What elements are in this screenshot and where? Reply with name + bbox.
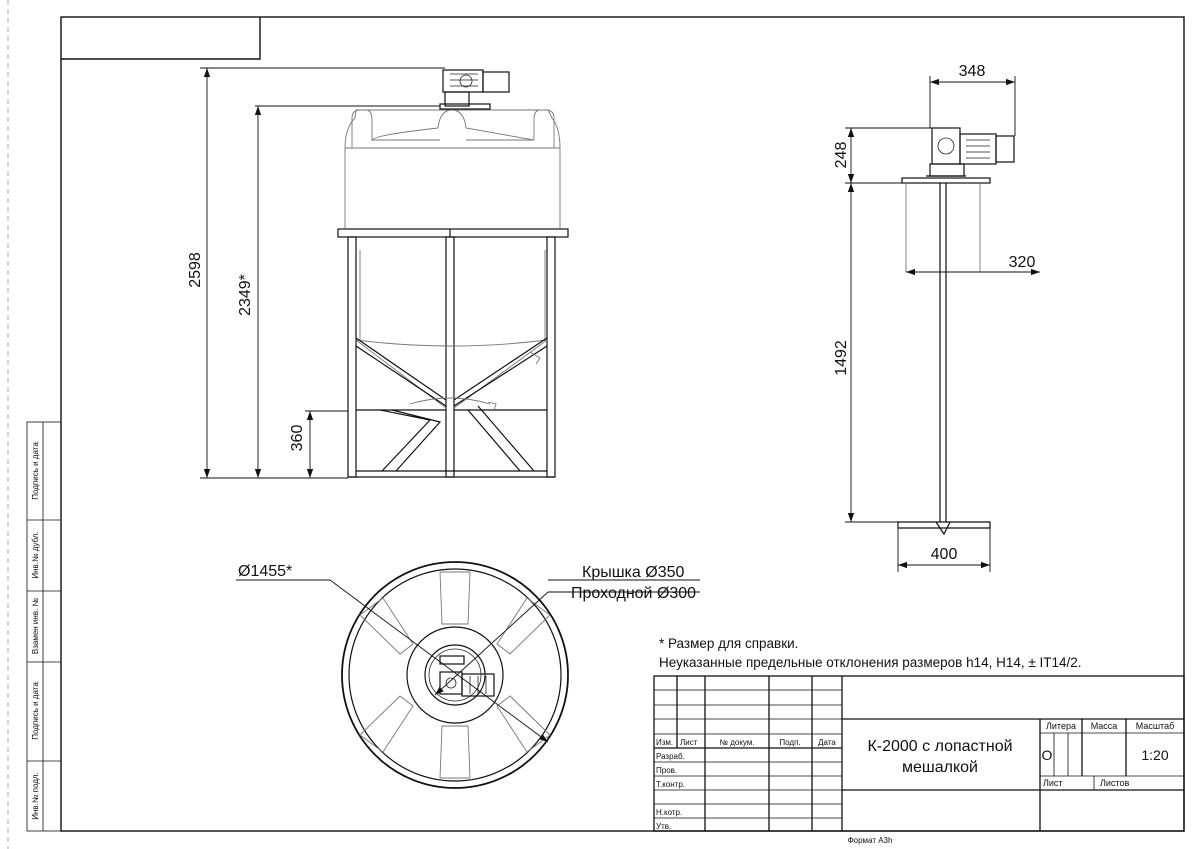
dim-passage-diameter: Проходной Ø300 [571,585,696,602]
sheet-format: Формат А3h [848,836,893,845]
stamp-vzamen: Взамен инв. № [31,597,40,654]
dim-motor-height: 248 [833,142,850,169]
sheet-label: Лист [1043,778,1063,788]
front-dimensions: 2598 2349* 360 [187,67,445,479]
stamp-sign-date-2: Подпись и дата [31,682,40,740]
stamp-sign-date-1: Подпись и дата [31,442,40,500]
scale-label: Масштаб [1136,721,1175,731]
side-view-agitator [897,127,1015,536]
front-motor [439,69,510,110]
dim-flange-width: 320 [1009,254,1036,271]
litera-label: Литера [1046,721,1076,731]
row-razrab: Разраб. [656,752,685,761]
scale-value: 1:20 [1141,747,1168,763]
note-tolerances: Неуказанные предельные отклонения размер… [659,655,1082,670]
note-reference: * Размер для справки. [659,636,798,651]
side-dimensions: 348 248 320 1492 400 [833,63,1040,572]
title-block: Изм. Лист № докум. Подп. Дата Разраб. Пр… [653,675,1185,832]
mass-label: Масса [1091,721,1118,731]
dim-total-height: 2598 [187,252,204,288]
side-stamp-strip: Подпись и дата Инв.№ дубл. Взамен инв. №… [26,421,62,832]
row-prov: Пров. [656,766,677,775]
sheet-frame [7,0,1185,849]
row-nkontr: Н.котр. [656,808,682,817]
col-list: Лист [680,738,698,747]
dim-leg-height: 360 [289,425,306,452]
top-view: Ø1455* Крышка Ø350 Проходной Ø300 [236,561,700,789]
stamp-inv-dubl: Инв.№ дубл. [31,531,40,578]
sheets-label: Листов [1100,778,1129,788]
dim-lid-diameter: Крышка Ø350 [582,564,684,581]
row-utv: Утв. [656,822,671,831]
drawing-name-line1: К-2000 с лопастной [867,738,1012,755]
col-doc: № докум. [719,738,754,747]
col-izm: Изм. [656,738,673,747]
col-sign: Подп. [779,738,800,747]
stamp-inv-podl: Инв.№ подл. [31,772,40,820]
col-date: Дата [818,738,836,747]
row-tkontr: Т.контр. [656,780,685,789]
dim-tank-height: 2349* [237,274,254,316]
litera-value: О [1042,747,1053,763]
front-view-tank [337,69,569,478]
dim-motor-width: 348 [959,63,986,80]
dim-shaft-length: 1492 [833,340,850,376]
dim-tank-diameter: Ø1455* [238,563,292,580]
drawing-name-line2: мешалкой [902,759,978,776]
dim-blade-width: 400 [931,546,958,563]
